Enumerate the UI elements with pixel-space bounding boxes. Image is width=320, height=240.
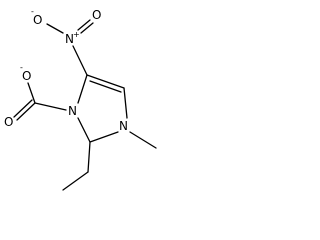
- bond-n3-carboxyl-c: [34, 102, 67, 111]
- atom-label-carboxylate-o-anion: O: [22, 69, 31, 83]
- bond-n1-c2: [89, 131, 119, 143]
- atom-label-nitro-n: N: [65, 32, 74, 46]
- bond-c2-ethyl-ch2: [87, 141, 91, 173]
- atom-labels: O - N + O N N O - O: [4, 7, 128, 133]
- bond-ethyl-ch2-ch3: [62, 171, 89, 191]
- atom-label-ring-n-methyl: N: [119, 119, 128, 133]
- charge-label-nitro-n: +: [73, 30, 80, 39]
- charge-label-carboxylate-o-anion: -: [20, 63, 23, 72]
- bond-n1-methyl: [129, 131, 157, 149]
- bond-carboxyl-c-o-anion: [27, 82, 36, 104]
- atom-label-nitro-o-anion: O: [33, 13, 42, 27]
- atom-label-nitro-o: O: [92, 8, 101, 22]
- bonds: [13, 19, 157, 191]
- bond-nitro-n-o-double-2: [80, 22, 94, 34]
- charge-label-nitro-o-anion: -: [31, 7, 34, 16]
- atom-label-carboxylate-o: O: [4, 115, 13, 129]
- bond-c2-n3: [77, 117, 91, 143]
- bond-n3-c4: [77, 74, 88, 104]
- bond-c4-c5-single: [86, 74, 125, 89]
- bond-nitro-o-anion-n: [46, 23, 64, 34]
- bond-carboxyl-c-o-double-1: [16, 102, 36, 121]
- bond-c5-n1: [123, 87, 128, 119]
- bond-c4-c5-double: [89, 80, 122, 93]
- chemical-structure: O - N + O N N O - O: [4, 7, 157, 191]
- bond-carboxyl-c-o-double-2: [13, 99, 33, 118]
- bond-nitro-n-o-double-1: [77, 19, 91, 31]
- atom-label-ring-n-carboxylate: N: [68, 104, 77, 118]
- bond-nitro-n-c4: [72, 45, 88, 76]
